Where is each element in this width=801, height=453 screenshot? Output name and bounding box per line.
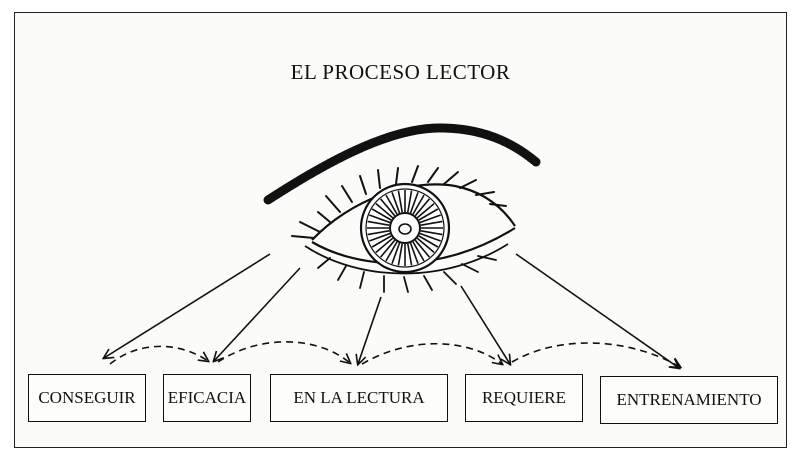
iris-ray [371, 235, 392, 248]
iris-ray [375, 237, 394, 254]
iris-ray [385, 194, 398, 215]
arrow-eye-to-conseguir [104, 253, 271, 358]
iris-ray [418, 208, 439, 221]
node-conseguir: CONSEGUIR [28, 374, 146, 422]
iris-ray [419, 232, 441, 242]
iris-ray [409, 242, 419, 264]
iris-ray [407, 243, 413, 266]
iris-ray [412, 194, 425, 215]
eyebrow [263, 123, 541, 205]
iris-ray [414, 198, 431, 217]
iris-ray [416, 237, 435, 254]
iris-ray [391, 242, 401, 264]
iris-ray [397, 243, 403, 266]
iris-ray [367, 230, 390, 236]
arrow-eye-to-entrenamiento [515, 253, 679, 368]
node-label: EN LA LECTURA [293, 388, 425, 407]
iris-ray [397, 190, 403, 213]
arrow-conseguir-to-eficacia [109, 345, 208, 365]
eyelashes-upper [291, 165, 507, 239]
solid-arrows [104, 253, 679, 368]
iris-ray [371, 208, 392, 221]
node-label: ENTRENAMIENTO [616, 390, 762, 409]
node-requiere: REQUIERE [465, 374, 583, 422]
eyelashes-lower [317, 255, 497, 293]
iris-ray [391, 192, 401, 214]
iris-ray [418, 235, 439, 248]
arrow-eye-to-requiere [460, 285, 510, 364]
node-en-la-lectura: EN LA LECTURA [270, 374, 448, 422]
iris-rays [367, 190, 443, 266]
iris-ray [379, 239, 396, 258]
dashed-arrows [109, 341, 680, 367]
iris-ray [419, 214, 441, 224]
arrow-eficacia-to-en-la-lectura [217, 341, 350, 363]
arrow-eye-to-en-la-lectura [358, 296, 382, 364]
diagram-title: EL PROCESO LECTOR [290, 60, 511, 84]
iris-ray [369, 214, 391, 224]
arrow-en-la-lectura-to-requiere [361, 343, 502, 364]
node-label: REQUIERE [481, 388, 567, 407]
node-eficacia: EFICACIA [163, 374, 251, 422]
node-entrenamiento: ENTRENAMIENTO [600, 376, 778, 424]
node-label: CONSEGUIR [38, 388, 136, 407]
eye-icon [263, 123, 541, 293]
iris-ray [407, 190, 413, 213]
pupil [389, 212, 421, 244]
iris-ray [409, 192, 419, 214]
iris-ray [369, 232, 391, 242]
iris-ray [416, 202, 435, 219]
iris-ray [385, 241, 398, 262]
iris-ray [414, 239, 431, 258]
iris-ray [412, 241, 425, 262]
node-label: EFICACIA [167, 388, 247, 407]
iris-ray [420, 230, 443, 236]
iris-ray [367, 220, 390, 226]
iris-ray [420, 220, 443, 226]
iris-ray [379, 198, 396, 217]
arrow-requiere-to-entrenamiento [511, 342, 680, 367]
arrow-eye-to-eficacia [214, 267, 301, 361]
iris-ray [375, 202, 394, 219]
